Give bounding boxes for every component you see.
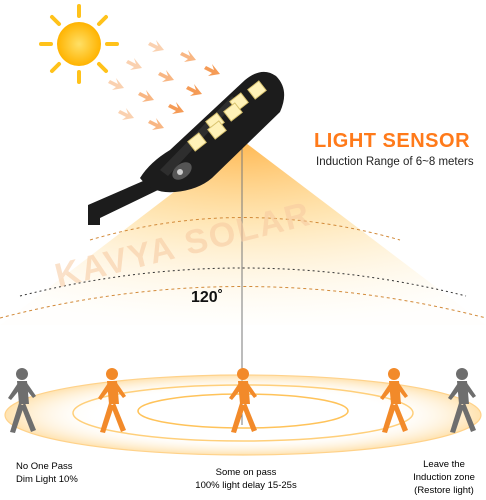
solar-arrow-icon — [148, 40, 164, 52]
solar-arrow-icon — [118, 108, 134, 120]
solar-arrow-icon — [158, 70, 174, 82]
solar-arrow-icon — [148, 118, 164, 130]
mode-caption-line: Induction zone — [413, 472, 475, 483]
mode-caption-line: Dim Light 10% — [16, 474, 78, 485]
solar-arrow-icon — [126, 58, 142, 70]
range-arc-inner — [89, 217, 401, 241]
street-lamp-icon — [88, 71, 285, 225]
walking-people — [8, 368, 476, 433]
solar-arrow-icon — [186, 84, 202, 96]
mode-caption-idle: No One Pass Dim Light 10% — [16, 460, 78, 486]
solar-arrows — [108, 40, 220, 130]
solar-arrow-icon — [138, 90, 154, 102]
sun-icon — [39, 4, 119, 84]
mode-caption-line: (Restore light) — [414, 485, 474, 496]
mode-caption-line: 100% light delay 15-25s — [195, 480, 297, 491]
mode-caption-line: No One Pass — [16, 461, 73, 472]
walking-person-icon — [380, 368, 408, 433]
walking-person-icon — [229, 368, 257, 433]
sensor-beam-cone — [0, 140, 486, 325]
mode-caption-active: Some on pass 100% light delay 15-25s — [186, 466, 306, 492]
mode-caption-line: Some on pass — [215, 467, 277, 478]
mode-caption-restore: Leave the Induction zone (Restore light) — [408, 458, 480, 497]
angle-arc — [19, 267, 467, 297]
led-panel-grid — [187, 80, 267, 152]
range-arc-outer — [0, 286, 486, 319]
sensor-subtitle: Induction Range of 6~8 meters — [316, 156, 474, 168]
mode-caption-line: Leave the — [423, 459, 465, 470]
detection-angle: 120˚ — [191, 289, 224, 306]
sensor-title: LIGHT SENSOR — [314, 130, 471, 152]
solar-arrow-icon — [180, 50, 196, 62]
solar-arrow-icon — [204, 64, 220, 76]
walking-person-icon — [98, 368, 126, 433]
walking-person-icon — [8, 368, 36, 433]
solar-arrow-icon — [108, 78, 124, 90]
solar-arrow-icon — [168, 102, 184, 114]
walking-person-icon — [448, 368, 476, 433]
